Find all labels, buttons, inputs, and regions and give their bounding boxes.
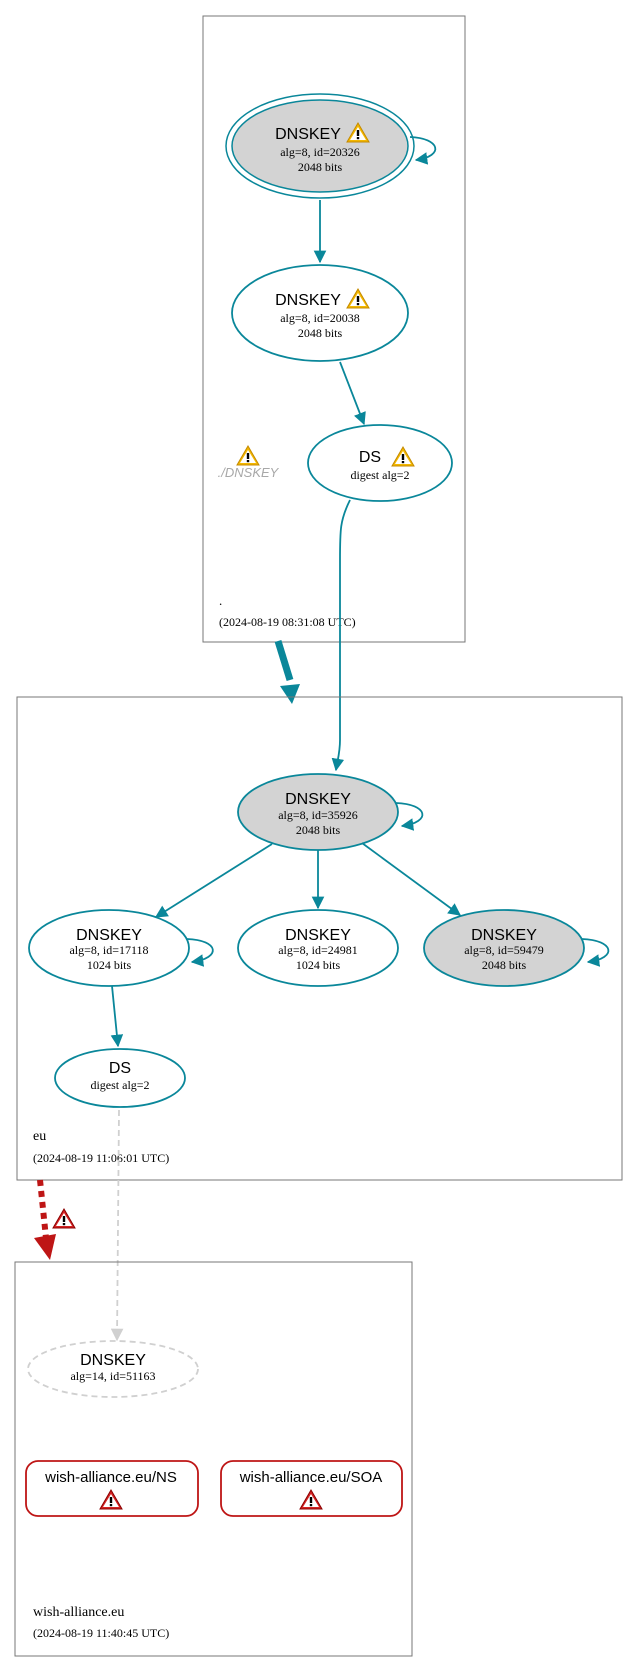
self-sign-edge (409, 136, 437, 165)
node-title: DNSKEY (275, 292, 341, 309)
node-title: DNSKEY (76, 927, 142, 944)
node-line2: 1024 bits (87, 958, 132, 972)
ksk-to-59479-edge (361, 842, 462, 916)
ksk-to-17118-edge (154, 843, 273, 918)
node-line1: alg=8, id=24981 (278, 943, 358, 957)
node-line1: alg=8, id=35926 (278, 808, 358, 822)
ds-node-eu[interactable]: DS digest alg=2 (54, 1048, 186, 1108)
zone-eu-timestamp: (2024-08-19 11:06:01 UTC) (33, 1151, 169, 1165)
warning-icon (236, 445, 260, 466)
node-title: DNSKEY (285, 927, 351, 944)
17118-to-ds-edge (110, 985, 124, 1048)
self-sign-edge (186, 938, 214, 967)
dnskey-node-35926[interactable]: DNSKEY alg=8, id=35926 2048 bits (237, 773, 399, 851)
dnskey-node-24981[interactable]: DNSKEY alg=8, id=24981 1024 bits (237, 909, 399, 987)
self-sign-edge (395, 802, 424, 831)
node-line2: 2048 bits (298, 326, 343, 340)
delegation-arrowhead (280, 684, 300, 704)
dnskey-node-59479[interactable]: DNSKEY alg=8, id=59479 2048 bits (423, 909, 585, 987)
zsk-to-ds-edge (339, 361, 366, 426)
zone-eu-box (16, 696, 623, 1181)
delegation-edge-root-eu (274, 639, 294, 682)
rrset-node-soa[interactable]: wish-alliance.eu/SOA (220, 1460, 403, 1517)
node-title: DS (359, 449, 381, 466)
zone-wish-name: wish-alliance.eu (33, 1605, 124, 1620)
ds-to-wish-dnskey-edge (110, 1109, 124, 1342)
zone-root-name: . (219, 593, 222, 608)
node-line1: alg=8, id=20326 (280, 145, 360, 159)
node-line2: 2048 bits (296, 823, 341, 837)
node-line1: alg=8, id=59479 (464, 943, 544, 957)
node-title: DS (109, 1060, 131, 1077)
dnskey-node-17118[interactable]: DNSKEY alg=8, id=17118 1024 bits (28, 909, 190, 987)
dnskey-reference-node[interactable]: ./DNSKEY (218, 445, 280, 480)
rrset-node-ns[interactable]: wish-alliance.eu/NS (25, 1460, 199, 1517)
zone-eu-name: eu (33, 1129, 46, 1144)
zone-root-timestamp: (2024-08-19 08:31:08 UTC) (219, 615, 356, 629)
node-line2: 2048 bits (298, 160, 343, 174)
node-line1: alg=14, id=51163 (70, 1369, 155, 1383)
zone-wish-box (14, 1261, 413, 1657)
node-line1: digest alg=2 (90, 1078, 149, 1092)
dnskey-node-20326[interactable]: DNSKEY alg=8, id=20326 2048 bits (225, 93, 415, 199)
bogus-delegation-edge (37, 1179, 49, 1239)
node-label: wish-alliance.eu/NS (44, 1469, 177, 1486)
bogus-delegation-arrowhead (34, 1234, 56, 1260)
self-sign-edge (581, 938, 610, 967)
node-title: DNSKEY (285, 791, 351, 808)
node-title: DNSKEY (275, 126, 341, 143)
node-title: DNSKEY (80, 1352, 146, 1369)
dnskey-node-20038[interactable]: DNSKEY alg=8, id=20038 2048 bits (231, 264, 409, 362)
ds-to-eu-ksk-edge (331, 499, 351, 772)
dnskey-node-51163[interactable]: DNSKEY alg=14, id=51163 (27, 1340, 199, 1398)
error-icon (52, 1208, 76, 1229)
node-label: ./DNSKEY (218, 465, 280, 480)
node-label: wish-alliance.eu/SOA (239, 1469, 383, 1486)
node-line1: alg=8, id=20038 (280, 311, 360, 325)
node-line1: digest alg=2 (350, 468, 409, 482)
node-title: DNSKEY (471, 927, 537, 944)
node-line2: 1024 bits (296, 958, 341, 972)
node-line2: 2048 bits (482, 958, 527, 972)
node-line1: alg=8, id=17118 (69, 943, 148, 957)
zone-wish-timestamp: (2024-08-19 11:40:45 UTC) (33, 1626, 169, 1640)
ds-node-root[interactable]: DS digest alg=2 (307, 424, 453, 502)
zone-root-box (202, 15, 466, 643)
